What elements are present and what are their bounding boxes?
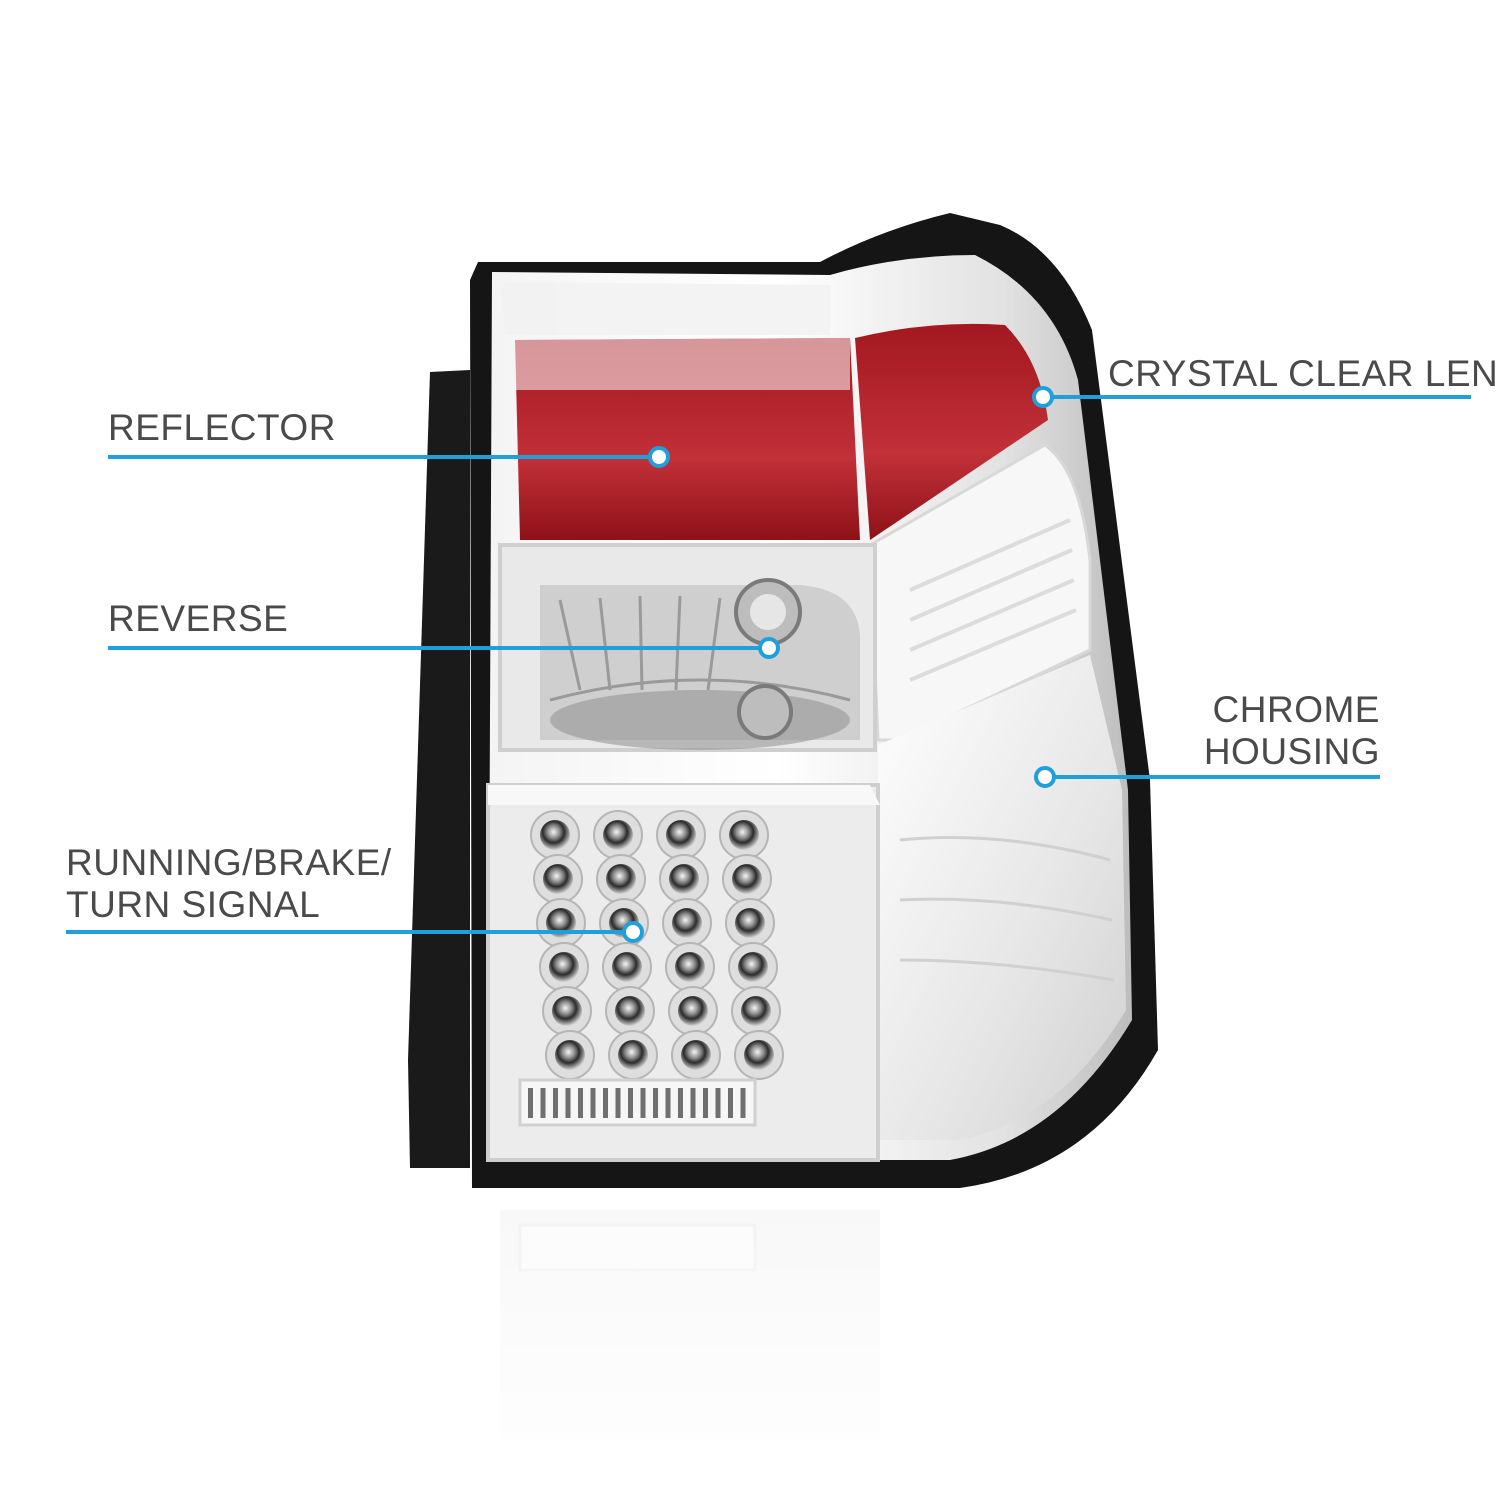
led-bulb	[618, 1040, 648, 1070]
grille-slot	[665, 1088, 671, 1118]
led-bulb	[729, 820, 759, 850]
grille-slot	[728, 1088, 733, 1118]
reverse-shadow	[550, 690, 850, 750]
callout-dot-icon	[1034, 766, 1056, 788]
grille-slot	[690, 1088, 696, 1118]
housing-label-line1: CHROME	[1212, 689, 1380, 730]
led-bulb	[744, 1040, 774, 1070]
grille-slot	[615, 1088, 621, 1118]
grille-slot	[628, 1088, 633, 1118]
led-bulb	[738, 952, 768, 982]
grille-slot	[603, 1088, 608, 1118]
grille-slot	[640, 1088, 646, 1118]
callout-dot-icon	[1032, 386, 1054, 408]
grille-slot	[678, 1088, 683, 1118]
grille-slots	[528, 1088, 746, 1118]
led-bulb	[678, 996, 708, 1026]
led-bulb	[540, 820, 570, 850]
led-bulb	[603, 820, 633, 850]
running-label-line2: TURN SIGNAL	[66, 884, 321, 925]
lens-ribs	[909, 518, 1077, 682]
led-bulb	[669, 864, 699, 894]
reflection-fade	[470, 1195, 1170, 1495]
grille-slot	[703, 1088, 708, 1118]
reflector-label: REFLECTOR	[108, 407, 336, 448]
led-bulb	[552, 996, 582, 1026]
callout-dot-icon	[758, 637, 780, 659]
reverse-label: REVERSE	[108, 598, 289, 639]
led-bulb	[732, 864, 762, 894]
led-bulb	[681, 1040, 711, 1070]
grille-slot	[653, 1088, 658, 1118]
rear-gasket	[408, 370, 470, 1168]
lens-label: CRYSTAL CLEAR LENS	[1108, 353, 1500, 394]
callout-dot-icon	[622, 921, 644, 943]
lower-bulb-socket	[737, 684, 793, 740]
lens-leader-line	[1046, 395, 1471, 399]
grille-slot	[553, 1088, 558, 1118]
grille-slot	[540, 1088, 546, 1118]
led-array	[530, 810, 784, 1080]
reverse-bulb	[750, 594, 786, 630]
led-bulb	[555, 1040, 585, 1070]
led-bulb	[672, 908, 702, 938]
housing-leader-line	[1048, 775, 1380, 779]
led-bulb	[741, 996, 771, 1026]
side-panel-contours	[899, 836, 1115, 982]
led-bulb	[735, 908, 765, 938]
running-leader-line	[66, 930, 626, 934]
reflector-right	[855, 323, 1048, 540]
top-lens-rim	[500, 282, 830, 335]
reverse-reflector-ribs	[549, 595, 851, 702]
led-bulb	[675, 952, 705, 982]
led-bulb	[666, 820, 696, 850]
grille-slot	[740, 1088, 746, 1118]
reverse-leader-line	[108, 646, 762, 650]
led-section-lip	[488, 785, 880, 805]
grille-slot	[590, 1088, 596, 1118]
led-bulb	[543, 864, 573, 894]
led-bulb	[549, 952, 579, 982]
reflector-leader-line	[108, 455, 653, 459]
led-bulb	[612, 952, 642, 982]
housing-label-line2: HOUSING	[1203, 731, 1380, 772]
led-bulb	[606, 864, 636, 894]
led-bulb	[615, 996, 645, 1026]
grille-slot	[715, 1088, 721, 1118]
reflector-glare	[515, 338, 850, 390]
callout-dot-icon	[648, 446, 670, 468]
grille-slot	[578, 1088, 583, 1118]
grille-slot	[565, 1088, 571, 1118]
grille-slot	[528, 1088, 533, 1118]
running-label-line1: RUNNING/BRAKE/	[66, 842, 392, 883]
clear-lens-panel	[868, 443, 1092, 742]
